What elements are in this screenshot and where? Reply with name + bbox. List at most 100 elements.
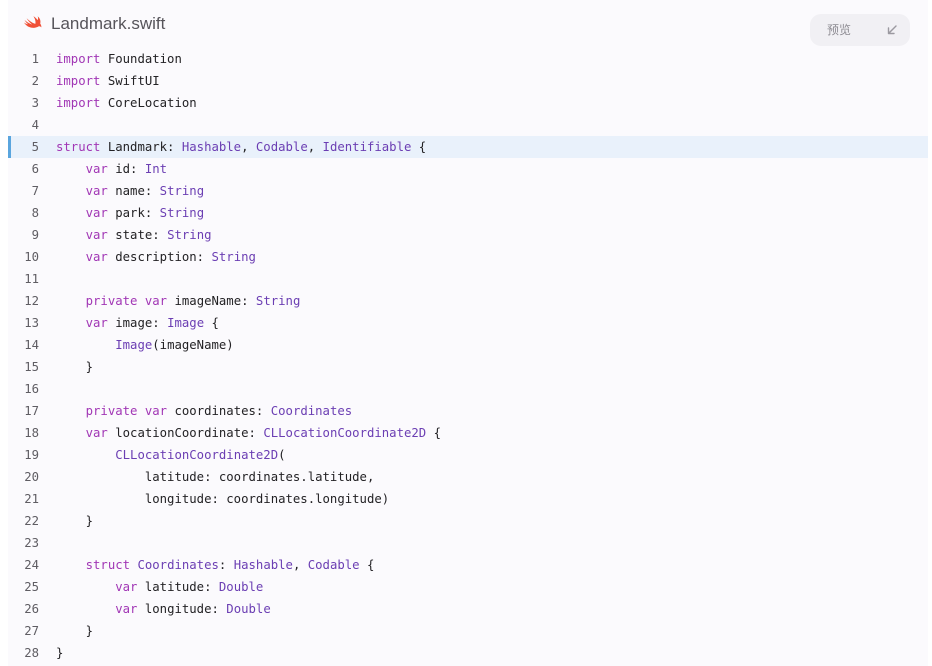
line-source: import SwiftUI	[56, 70, 160, 92]
code-line: 6 var id: Int	[8, 158, 928, 180]
line-number: 24	[24, 558, 39, 572]
code-token: state:	[107, 228, 168, 242]
code-token: ,	[292, 558, 308, 572]
code-token: ,	[307, 140, 323, 154]
line-number: 11	[24, 272, 39, 286]
code-token: imageName:	[167, 294, 256, 308]
code-token	[56, 316, 86, 330]
line-source: import Foundation	[56, 48, 182, 70]
code-line: 4	[8, 114, 928, 136]
code-line: 12 private var imageName: String	[8, 290, 928, 312]
code-token	[56, 338, 115, 352]
keyword-token: var	[85, 316, 108, 330]
code-token: }	[56, 360, 94, 374]
code-token: {	[426, 426, 442, 440]
code-token	[56, 206, 86, 220]
code-token: ,	[241, 140, 256, 154]
code-line: 8 var park: String	[8, 202, 928, 224]
line-source: longitude: coordinates.longitude)	[56, 488, 389, 510]
type-token: String	[211, 250, 256, 264]
code-token	[56, 602, 115, 616]
line-number: 6	[31, 162, 39, 176]
line-number: 17	[24, 404, 39, 418]
line-source: CLLocationCoordinate2D(	[56, 444, 285, 466]
type-token: Double	[218, 580, 264, 594]
line-source: }	[56, 642, 63, 664]
code-token: name:	[107, 184, 160, 198]
code-line: 20 latitude: coordinates.latitude,	[8, 466, 928, 488]
code-token: id:	[107, 162, 145, 176]
line-source: latitude: coordinates.latitude,	[56, 466, 375, 488]
line-number: 22	[24, 514, 39, 528]
line-source: struct Landmark: Hashable, Codable, Iden…	[56, 136, 426, 158]
code-token: park:	[107, 206, 160, 220]
line-source: }	[56, 620, 93, 642]
code-token: locationCoordinate:	[107, 426, 264, 440]
code-line: 23	[8, 532, 928, 554]
code-line: 26 var longitude: Double	[8, 598, 928, 620]
keyword-token: var	[85, 206, 108, 220]
line-number: 1	[31, 52, 39, 66]
code-line: 22 }	[8, 510, 928, 532]
line-source: }	[56, 510, 93, 532]
code-token: {	[204, 316, 219, 330]
collapse-arrow-icon	[887, 25, 897, 35]
type-token: String	[167, 228, 212, 242]
code-token	[56, 294, 86, 308]
code-token: longitude:	[137, 602, 227, 616]
code-line: 11	[8, 268, 928, 290]
type-token: Hashable	[181, 140, 242, 154]
code-line: 17 private var coordinates: Coordinates	[8, 400, 928, 422]
code-token: latitude:	[137, 580, 219, 594]
code-token: SwiftUI	[100, 74, 160, 88]
line-number: 27	[24, 624, 39, 638]
code-line: 1 import Foundation	[8, 48, 928, 70]
keyword-token: import	[56, 96, 101, 110]
line-number: 20	[24, 470, 39, 484]
code-line: 14 Image(imageName)	[8, 334, 928, 356]
keyword-token: var	[85, 250, 108, 264]
type-token: Double	[226, 602, 271, 616]
line-number: 16	[24, 382, 39, 396]
code-token	[56, 580, 115, 594]
code-token: }	[56, 646, 64, 660]
keyword-token: private	[85, 294, 138, 308]
code-token	[56, 162, 86, 176]
line-number: 9	[31, 228, 39, 242]
line-source: var id: Int	[56, 158, 167, 180]
swift-icon	[24, 16, 42, 28]
line-source: private var imageName: String	[56, 290, 301, 312]
line-source: var longitude: Double	[56, 598, 271, 620]
type-token: Identifiable	[322, 140, 412, 154]
keyword-token: var	[85, 228, 108, 242]
type-token: Image	[167, 316, 205, 330]
code-token: Foundation	[100, 52, 182, 66]
line-source: private var coordinates: Coordinates	[56, 400, 353, 422]
keyword-token: import	[56, 74, 101, 88]
line-number: 25	[24, 580, 39, 594]
type-token: Image	[115, 338, 153, 352]
line-number: 21	[24, 492, 39, 506]
code-token: latitude: coordinates.latitude,	[56, 470, 375, 484]
code-line: 19 CLLocationCoordinate2D(	[8, 444, 928, 466]
line-source: var state: String	[56, 224, 212, 246]
keyword-token: var	[144, 404, 168, 418]
keyword-token: struct	[56, 140, 101, 154]
file-header: Landmark.swift 预览	[8, 0, 928, 46]
type-token: String	[159, 206, 205, 220]
code-token	[56, 250, 86, 264]
type-token: CLLocationCoordinate2D	[115, 448, 279, 462]
type-token: Coordinates	[137, 558, 219, 572]
file-title: Landmark.swift	[51, 14, 166, 33]
keyword-token: var	[85, 162, 108, 176]
preview-toggle-button[interactable]: 预览	[810, 14, 910, 46]
line-source: var name: String	[56, 180, 204, 202]
keyword-token: var	[85, 426, 108, 440]
code-line: 28}	[8, 642, 928, 664]
type-token: Coordinates	[270, 404, 353, 418]
keyword-token: private	[85, 404, 138, 418]
line-number: 23	[24, 536, 39, 550]
line-source: var description: String	[56, 246, 256, 268]
